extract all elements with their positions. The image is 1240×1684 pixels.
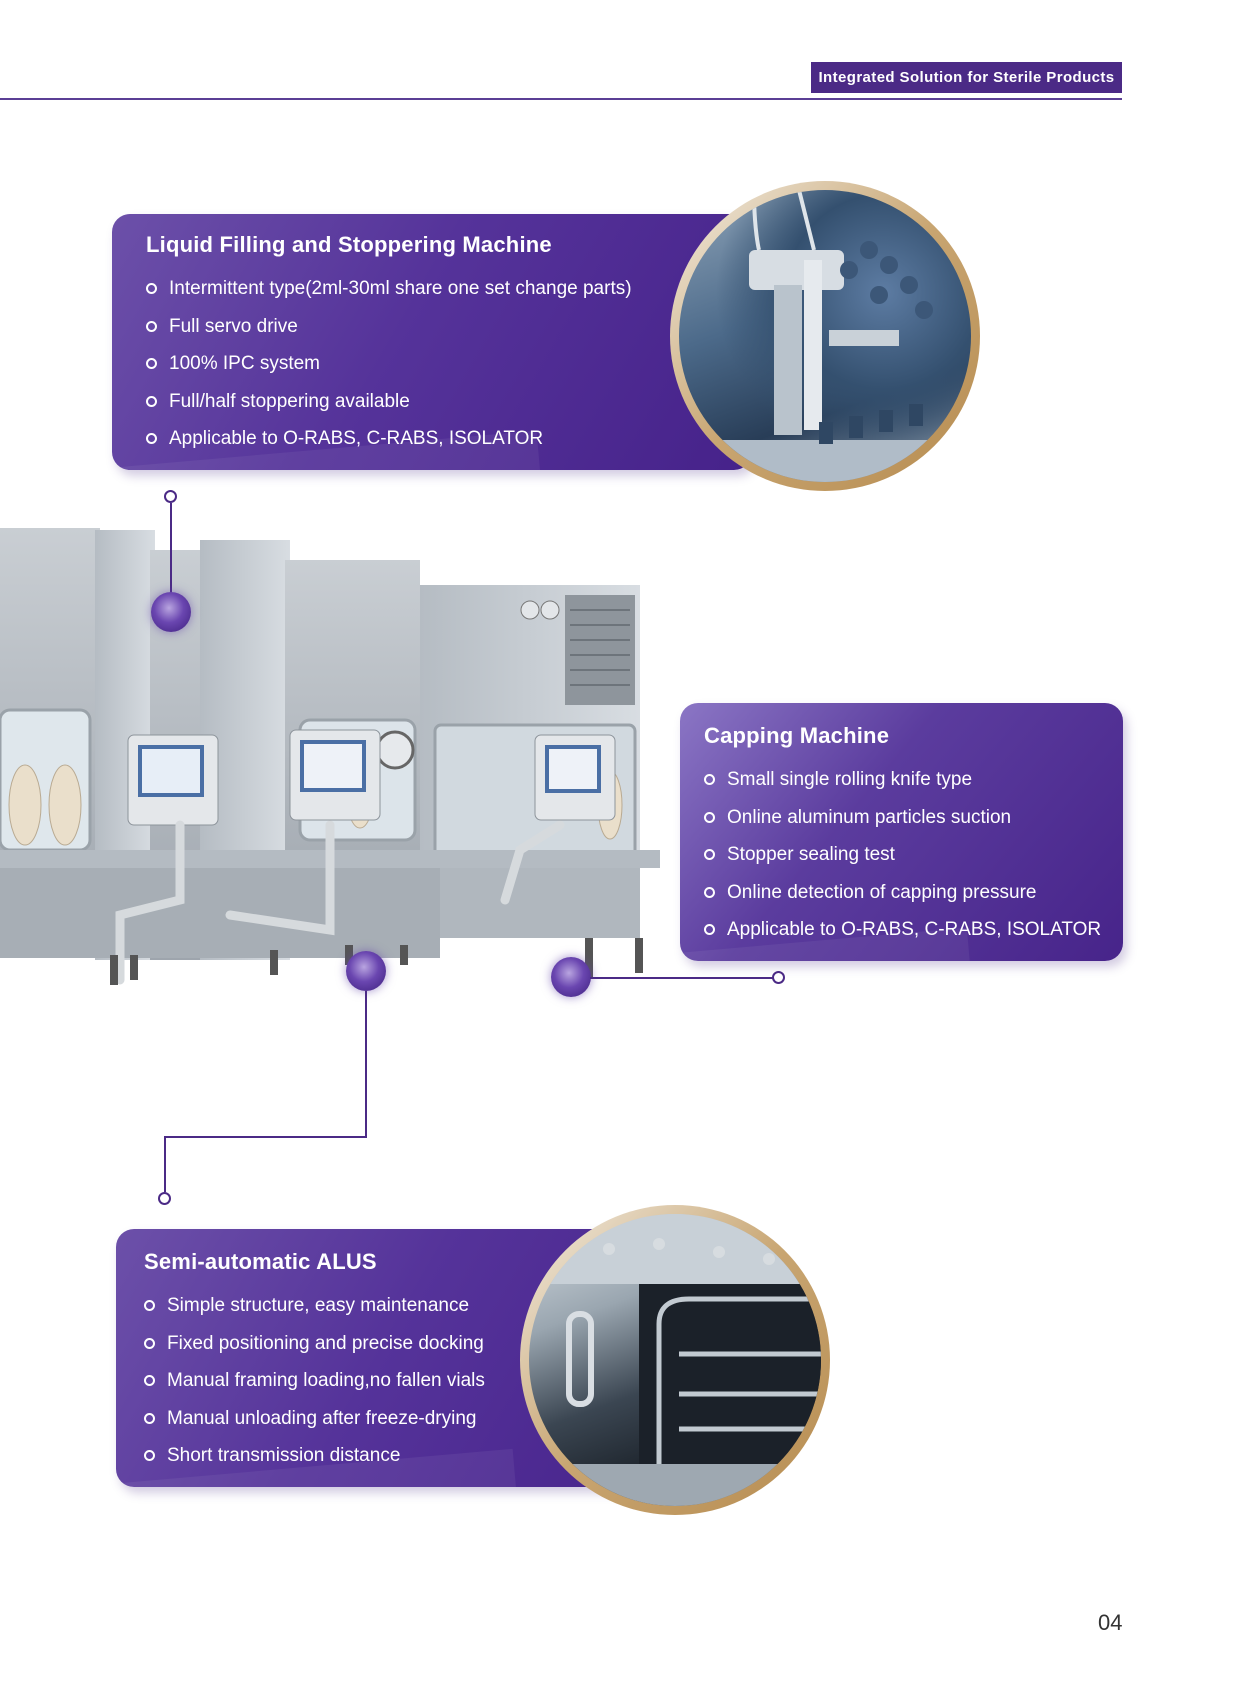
bullet-circle-icon (704, 886, 715, 898)
connector-line (365, 991, 367, 1138)
capping-machine-list: Small single rolling knife type Online a… (704, 761, 1123, 949)
list-item: Short transmission distance (144, 1437, 716, 1475)
hotspot-alus (346, 951, 386, 991)
semi-automatic-alus-list: Simple structure, easy maintenance Fixed… (144, 1287, 716, 1475)
bullet-circle-icon (144, 1375, 155, 1387)
list-item: Online detection of capping pressure (704, 874, 1123, 912)
filling-needle-illustration (679, 190, 971, 482)
bullet-circle-icon (144, 1412, 155, 1424)
connector-line (164, 1136, 166, 1192)
bullet-circle-icon (146, 358, 157, 370)
list-item: Intermittent type(2ml-30ml share one set… (146, 270, 752, 308)
liquid-filling-list: Intermittent type(2ml-30ml share one set… (146, 270, 752, 458)
bullet-circle-icon (704, 924, 715, 936)
list-item: Applicable to O-RABS, C-RABS, ISOLATOR (704, 911, 1123, 949)
bullet-circle-icon (144, 1337, 155, 1349)
bullet-circle-icon (144, 1450, 155, 1462)
list-item: Manual unloading after freeze-drying (144, 1400, 716, 1438)
list-item: Stopper sealing test (704, 836, 1123, 874)
list-item: Online aluminum particles suction (704, 799, 1123, 837)
connector-end-ring (164, 490, 177, 503)
hotspot-capping (551, 957, 591, 997)
bullet-circle-icon (704, 774, 715, 786)
capping-machine-title: Capping Machine (704, 723, 890, 748)
liquid-filling-card: Liquid Filling and Stoppering Machine In… (112, 214, 752, 470)
bullet-circle-icon (146, 320, 157, 332)
connector-line (164, 1136, 367, 1138)
connector-end-ring (158, 1192, 171, 1205)
hotspot-filling (151, 592, 191, 632)
alus-illustration (529, 1214, 821, 1506)
list-item: Full/half stoppering available (146, 383, 752, 421)
list-item: 100% IPC system (146, 345, 752, 383)
bullet-circle-icon (704, 849, 715, 861)
connector-line (170, 503, 172, 598)
list-item: Small single rolling knife type (704, 761, 1123, 799)
bullet-circle-icon (704, 811, 715, 823)
capping-machine-card: Capping Machine Small single rolling kni… (680, 703, 1123, 961)
liquid-filling-title: Liquid Filling and Stoppering Machine (146, 232, 552, 257)
bullet-circle-icon (146, 283, 157, 295)
bullet-circle-icon (146, 395, 157, 407)
connector-line (590, 977, 774, 979)
list-item: Manual framing loading,no fallen vials (144, 1362, 716, 1400)
list-item: Fixed positioning and precise docking (144, 1325, 716, 1363)
alus-photo (520, 1205, 830, 1515)
filling-needle-photo (670, 181, 980, 491)
list-item: Full servo drive (146, 308, 752, 346)
list-item: Applicable to O-RABS, C-RABS, ISOLATOR (146, 420, 752, 458)
page-number: 04 (1098, 1610, 1123, 1635)
header-rule (0, 98, 1122, 100)
filling-line-machine-image (0, 528, 660, 985)
list-item: Simple structure, easy maintenance (144, 1287, 716, 1325)
semi-automatic-alus-title: Semi-automatic ALUS (144, 1249, 377, 1274)
header-tag: Integrated Solution for Sterile Products (811, 62, 1122, 93)
bullet-circle-icon (144, 1300, 155, 1312)
bullet-circle-icon (146, 433, 157, 445)
connector-end-ring (772, 971, 785, 984)
